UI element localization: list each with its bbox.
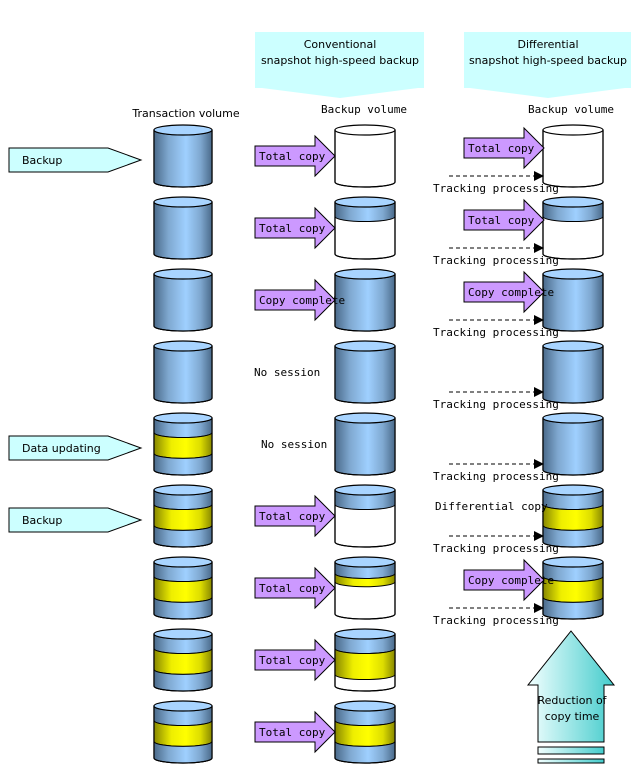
reduction-of-copy-time-arrow: Reduction of copy time — [526, 630, 616, 764]
tracking-label: Tracking processing — [433, 614, 559, 627]
arrow-label: Copy complete — [468, 286, 554, 299]
header-differential: Differential snapshot high-speed backup — [464, 32, 631, 98]
transaction-volume — [153, 628, 213, 692]
copy-arrow: Copy complete — [254, 278, 345, 322]
tracking-label: Tracking processing — [433, 254, 559, 267]
transaction-volume — [153, 412, 213, 476]
copy-arrow: Total copy — [463, 198, 545, 242]
session-status: No session — [261, 438, 327, 451]
tracking-arrow-head — [534, 171, 544, 181]
transaction-volume — [153, 484, 213, 548]
differential-backup-volume — [542, 268, 604, 332]
tracking-arrow-head — [534, 459, 544, 469]
event-callout: Backup — [8, 507, 143, 533]
event-label: Data updating — [22, 442, 101, 455]
transaction-volume — [153, 268, 213, 332]
reduction-line1: Reduction of — [537, 694, 607, 707]
header-conventional-line2: snapshot high-speed backup — [261, 54, 419, 67]
arrow-label: Total copy — [468, 214, 535, 227]
tracking-arrow-head — [534, 387, 544, 397]
session-status: No session — [254, 366, 320, 379]
arrow-label: Copy complete — [468, 574, 554, 587]
differential-backup-volume — [542, 484, 604, 548]
tracking-label: Tracking processing — [433, 542, 559, 555]
arrow-label: Total copy — [259, 150, 326, 163]
tracking-arrow-head — [534, 603, 544, 613]
copy-arrow: Total copy — [254, 206, 336, 250]
conventional-backup-volume — [334, 700, 396, 764]
copy-arrow: Copy complete — [463, 270, 554, 314]
event-callout: Backup — [8, 147, 143, 173]
transaction-volume — [153, 124, 213, 188]
event-label: Backup — [22, 514, 62, 527]
tracking-arrow-head — [534, 531, 544, 541]
conventional-backup-volume-label: Backup volume — [321, 103, 407, 116]
header-conventional-line1: Conventional — [304, 38, 377, 51]
copy-arrow: Total copy — [254, 638, 336, 682]
conventional-backup-volume — [334, 484, 396, 548]
differential-backup-volume — [542, 340, 604, 404]
arrow-label: Copy complete — [259, 294, 345, 307]
copy-arrow: Total copy — [463, 126, 545, 170]
header-differential-line1: Differential — [517, 38, 578, 51]
differential-backup-volume — [542, 124, 604, 188]
event-callout: Data updating — [8, 435, 143, 461]
copy-arrow: Total copy — [254, 494, 336, 538]
conventional-backup-volume — [334, 340, 396, 404]
arrow-label: Total copy — [259, 222, 326, 235]
differential-backup-volume — [542, 412, 604, 476]
arrow-label: Total copy — [259, 654, 326, 667]
differential-backup-volume — [542, 556, 604, 620]
tracking-arrow-head — [534, 315, 544, 325]
arrow-label: Total copy — [259, 726, 326, 739]
event-label: Backup — [22, 154, 62, 167]
differential-backup-volume — [542, 196, 604, 260]
conventional-backup-volume — [334, 268, 396, 332]
copy-arrow: Copy complete — [463, 558, 554, 602]
conventional-backup-volume — [334, 556, 396, 620]
copy-arrow: Total copy — [254, 134, 336, 178]
header-conventional: Conventional snapshot high-speed backup — [255, 32, 424, 98]
reduction-line2: copy time — [545, 710, 600, 723]
arrow-label: Total copy — [259, 582, 326, 595]
header-differential-line2: snapshot high-speed backup — [469, 54, 627, 67]
transaction-volume-label: Transaction volume — [131, 107, 239, 120]
arrow-label: Total copy — [259, 510, 326, 523]
tracking-label: Tracking processing — [433, 182, 559, 195]
transaction-volume — [153, 340, 213, 404]
tracking-arrow-head — [534, 243, 544, 253]
transaction-volume — [153, 556, 213, 620]
conventional-backup-volume — [334, 628, 396, 692]
copy-arrow: Total copy — [254, 566, 336, 610]
tracking-label: Tracking processing — [433, 398, 559, 411]
conventional-backup-volume — [334, 124, 396, 188]
conventional-backup-volume — [334, 412, 396, 476]
tracking-label: Tracking processing — [433, 326, 559, 339]
copy-arrow: Total copy — [254, 710, 336, 754]
conventional-backup-volume — [334, 196, 396, 260]
transaction-volume — [153, 196, 213, 260]
transaction-volume — [153, 700, 213, 764]
arrow-label: Total copy — [468, 142, 535, 155]
differential-backup-volume-label: Backup volume — [528, 103, 614, 116]
tracking-label: Tracking processing — [433, 470, 559, 483]
arrow-label: Differential copy — [435, 500, 548, 513]
